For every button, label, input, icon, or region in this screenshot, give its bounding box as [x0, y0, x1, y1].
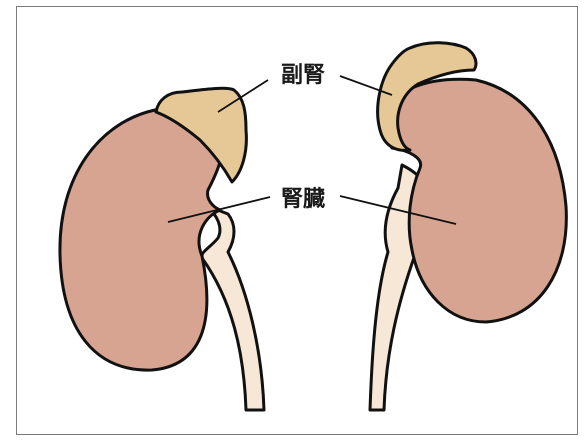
- right-kidney: [386, 79, 567, 322]
- left-ureter: [202, 205, 264, 410]
- label-kidney: 腎臓: [281, 187, 325, 212]
- left-kidney: [60, 110, 223, 370]
- label-adrenal: 副腎: [281, 63, 325, 88]
